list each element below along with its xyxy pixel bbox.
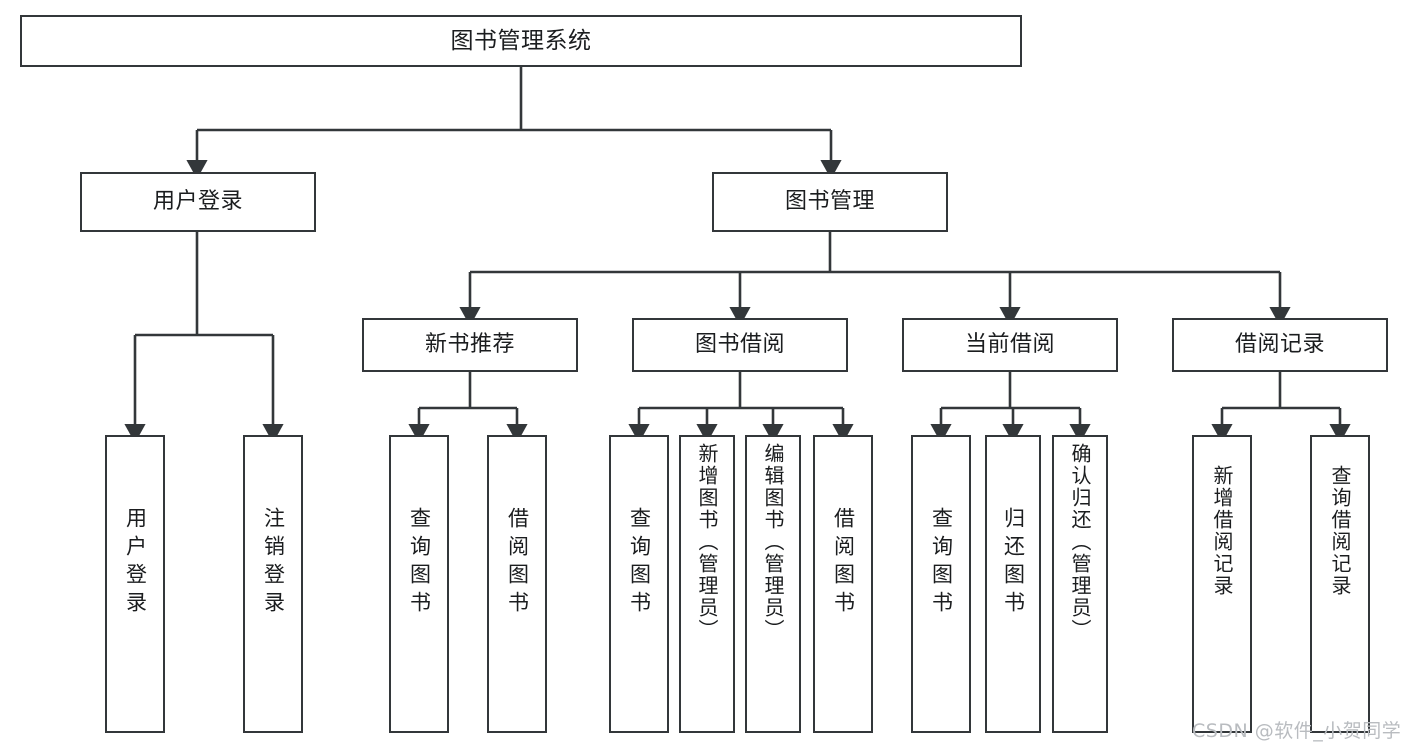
leaf-query-book-1-label: 查询图书 <box>407 507 432 619</box>
leaf-borrow-book-1[interactable]: 借阅图书 <box>487 435 547 733</box>
node-user-login-label: 用户登录 <box>152 189 243 215</box>
node-user-login[interactable]: 用户登录 <box>80 172 316 232</box>
leaf-query-book-2[interactable]: 查询图书 <box>609 435 669 733</box>
leaf-edit-book-admin-label: 编辑图书（管理员） <box>761 443 785 641</box>
leaf-add-borrow-record[interactable]: 新增借阅记录 <box>1192 435 1252 733</box>
leaf-confirm-return-admin-label: 确认归还（管理员） <box>1068 443 1092 641</box>
leaf-query-book-3-label: 查询图书 <box>929 507 954 619</box>
node-new-book-recommend[interactable]: 新书推荐 <box>362 318 578 372</box>
csdn-watermark: CSDN @软件_小贺同学 <box>1192 720 1402 742</box>
leaf-user-login[interactable]: 用户登录 <box>105 435 165 733</box>
leaf-query-book-3[interactable]: 查询图书 <box>911 435 971 733</box>
leaf-return-book[interactable]: 归还图书 <box>985 435 1041 733</box>
node-book-borrow[interactable]: 图书借阅 <box>632 318 848 372</box>
leaf-add-book-admin-label: 新增图书（管理员） <box>695 443 719 641</box>
leaf-add-borrow-record-label: 新增借阅记录 <box>1210 465 1234 597</box>
leaf-borrow-book-1-label: 借阅图书 <box>505 507 530 619</box>
leaf-user-logout-label: 注销登录 <box>261 507 286 619</box>
node-current-borrow-label: 当前借阅 <box>964 332 1055 358</box>
leaf-borrow-book-2-label: 借阅图书 <box>831 507 856 619</box>
node-borrow-record[interactable]: 借阅记录 <box>1172 318 1388 372</box>
node-current-borrow[interactable]: 当前借阅 <box>902 318 1118 372</box>
node-root[interactable]: 图书管理系统 <box>20 15 1022 67</box>
node-new-book-recommend-label: 新书推荐 <box>424 332 515 358</box>
leaf-borrow-book-2[interactable]: 借阅图书 <box>813 435 873 733</box>
leaf-query-book-2-label: 查询图书 <box>627 507 652 619</box>
node-root-label: 图书管理系统 <box>450 27 592 54</box>
leaf-user-login-label: 用户登录 <box>123 507 148 619</box>
node-book-manage[interactable]: 图书管理 <box>712 172 948 232</box>
leaf-query-book-1[interactable]: 查询图书 <box>389 435 449 733</box>
leaf-add-book-admin[interactable]: 新增图书（管理员） <box>679 435 735 733</box>
leaf-confirm-return-admin[interactable]: 确认归还（管理员） <box>1052 435 1108 733</box>
leaf-query-borrow-record-label: 查询借阅记录 <box>1328 465 1352 597</box>
leaf-edit-book-admin[interactable]: 编辑图书（管理员） <box>745 435 801 733</box>
leaf-query-borrow-record[interactable]: 查询借阅记录 <box>1310 435 1370 733</box>
node-book-manage-label: 图书管理 <box>784 189 875 215</box>
leaf-user-logout[interactable]: 注销登录 <box>243 435 303 733</box>
node-borrow-record-label: 借阅记录 <box>1234 332 1325 358</box>
leaf-return-book-label: 归还图书 <box>1001 507 1026 619</box>
node-book-borrow-label: 图书借阅 <box>694 332 785 358</box>
